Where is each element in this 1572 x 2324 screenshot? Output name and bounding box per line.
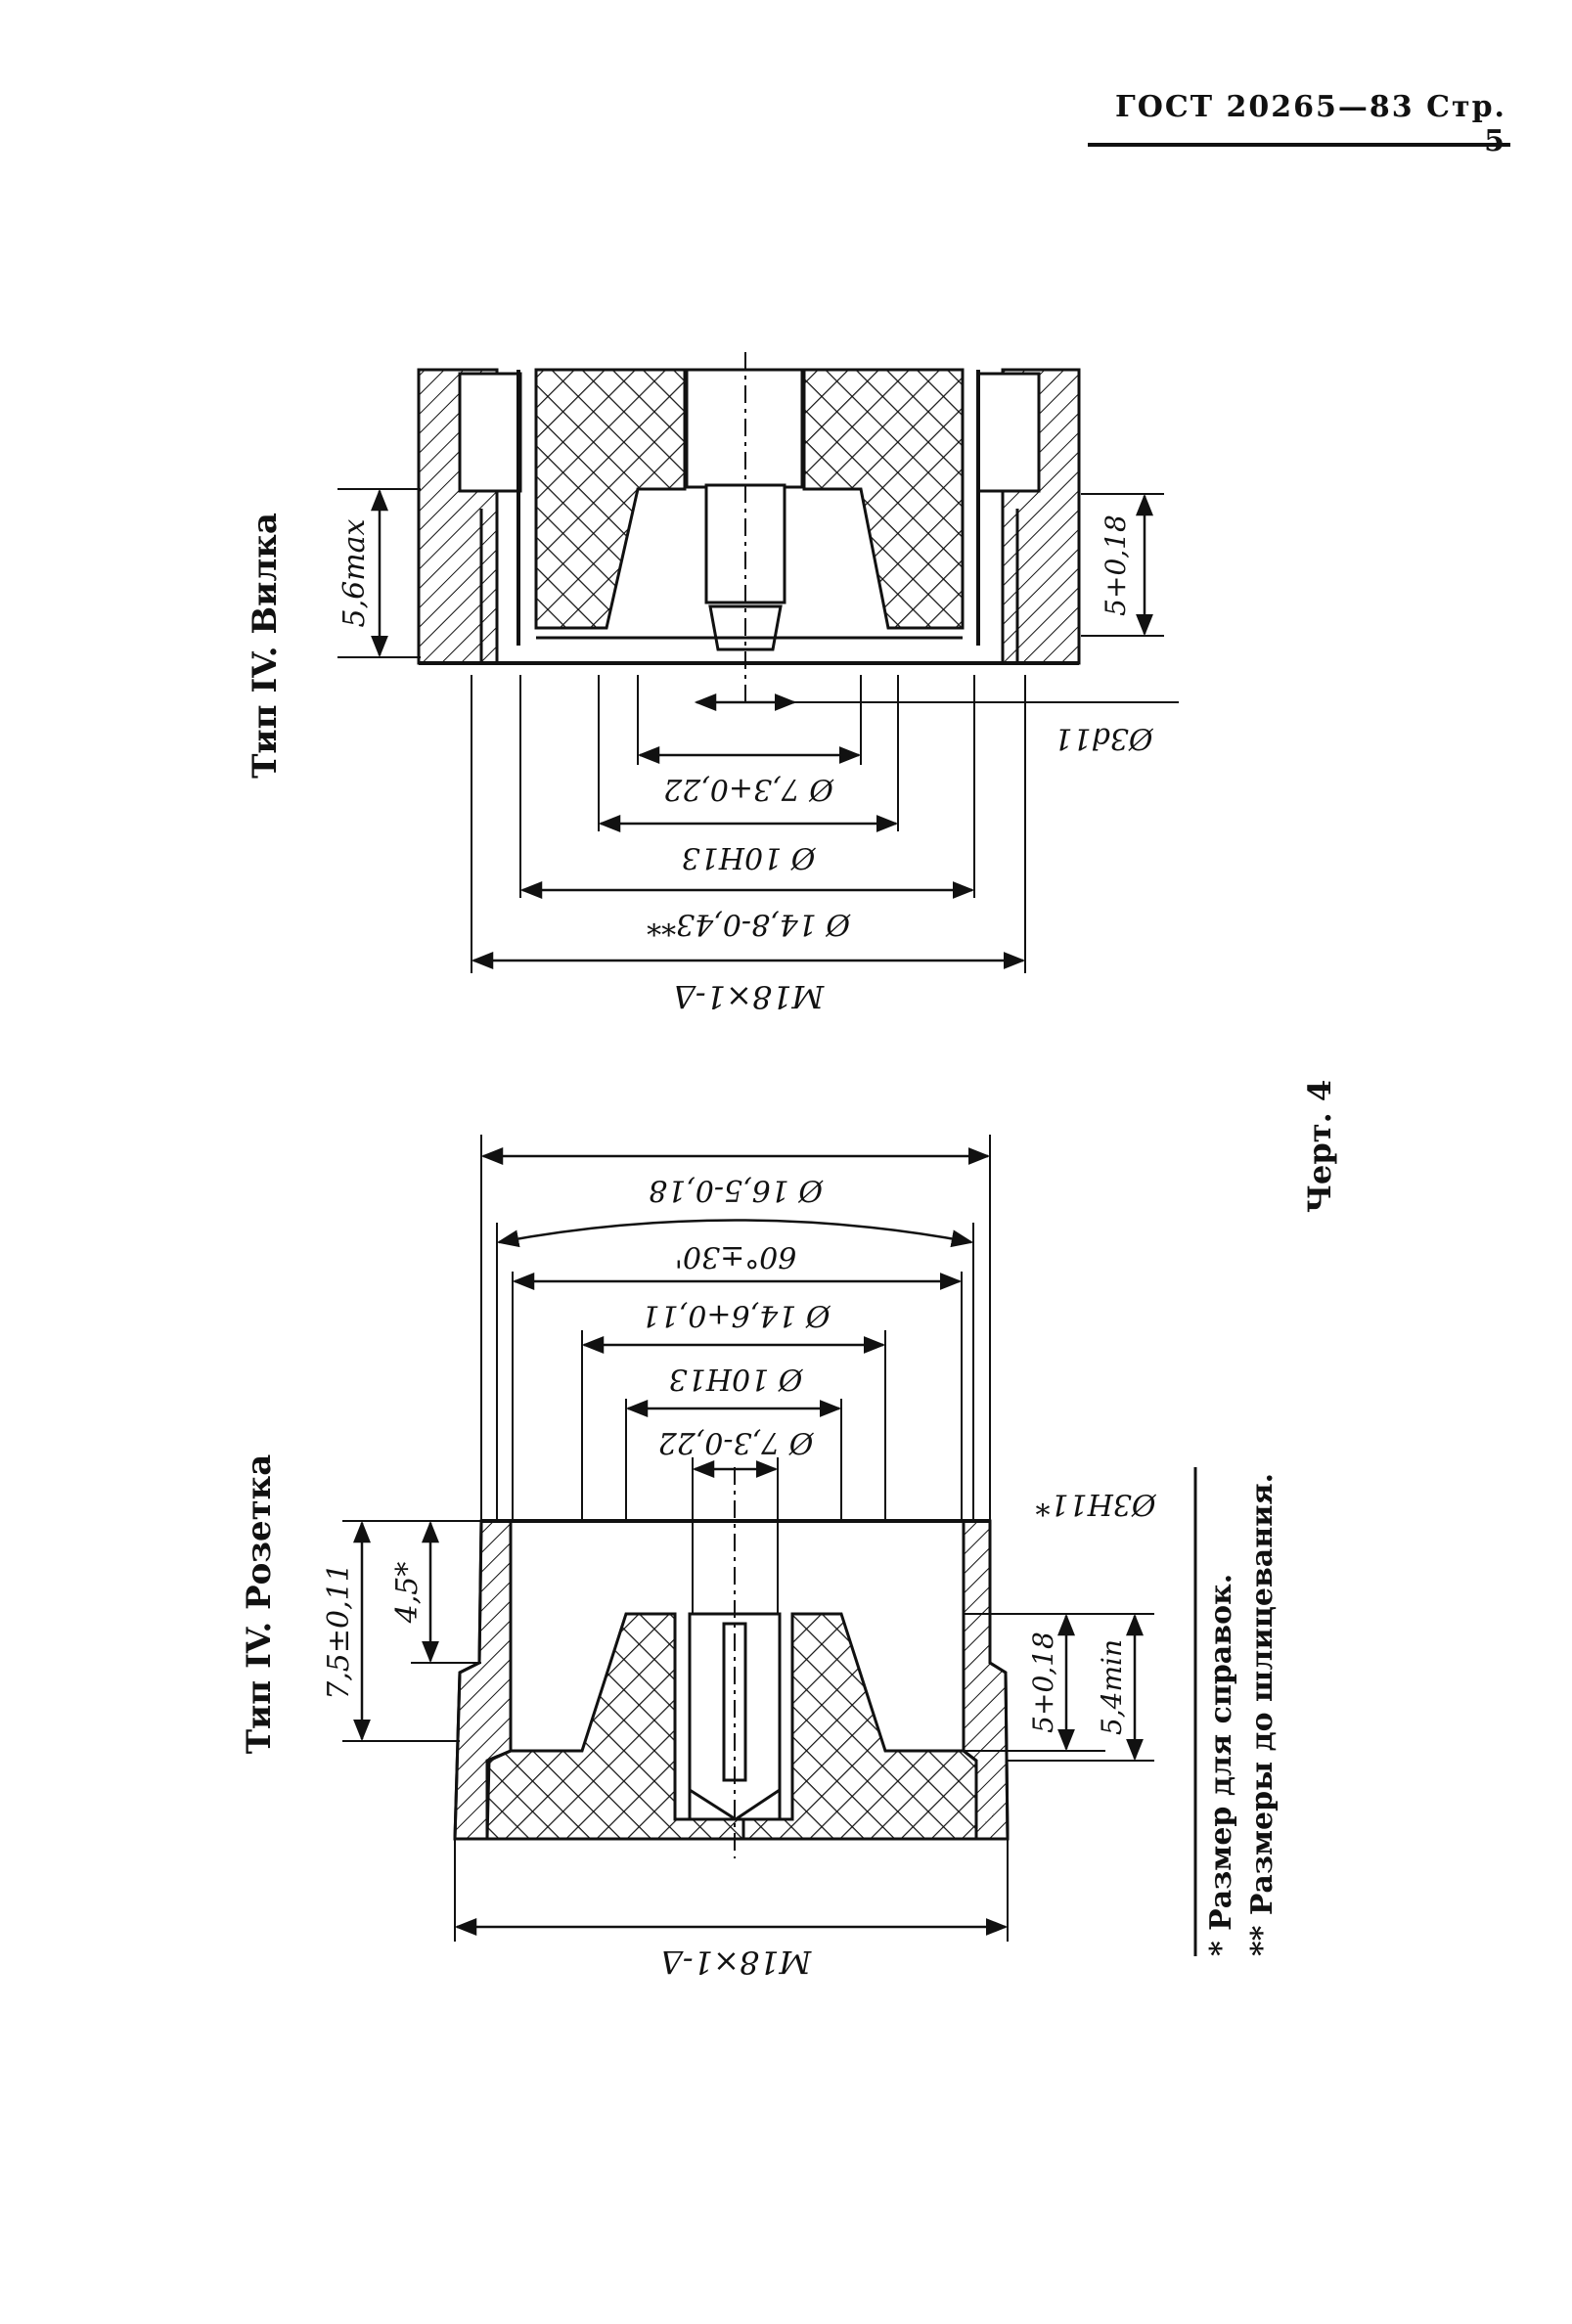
footnote-2: ** Размеры до шлицевания. xyxy=(1245,1473,1280,1956)
socket-dim-h7-5: 7,5±0,11 xyxy=(322,1563,356,1700)
socket-dim-d14-6: Ø 14,6+0,11 xyxy=(642,1298,831,1332)
footnote-1: * Размер для справок. xyxy=(1204,1574,1238,1956)
socket-dim-h5-4: 5,4min xyxy=(1096,1639,1128,1735)
socket-drawing: Ø 16,5-0,18 60°±30' Ø 14,6+0,11 Ø 10Н13 … xyxy=(240,1135,1157,1981)
socket-dim-d7-3: Ø 7,3-0,22 xyxy=(658,1425,815,1459)
socket-title: Тип IV. Розетка xyxy=(240,1454,279,1754)
plug-title: Тип IV. Вилка xyxy=(246,513,285,779)
plug-dim-h5-6: 5,6max xyxy=(337,518,372,627)
socket-dim-d10h13: Ø 10Н13 xyxy=(669,1362,804,1396)
header-rule xyxy=(1088,143,1510,147)
plug-dim-h5: 5+0,18 xyxy=(1100,514,1132,616)
plug-dim-d14-8: Ø 14,8-0,43** xyxy=(647,907,851,941)
plug-dim-d10h13: Ø 10Н13 xyxy=(682,840,817,874)
socket-dim-m18: М18×1-Δ xyxy=(660,1944,813,1981)
plug-dim-m18: М18×1-Δ xyxy=(673,978,826,1015)
socket-dim-d16-5: Ø 16,5-0,18 xyxy=(649,1173,824,1207)
plug-dim-d3d11: Ø3d11 xyxy=(1054,721,1153,755)
figure-label: Черт. 4 xyxy=(1301,1080,1338,1213)
plug-insulator-right xyxy=(802,368,965,630)
socket-dim-h4-5: 4,5* xyxy=(390,1562,425,1625)
page-header: ГОСТ 20265—83 Стр. 5 xyxy=(1115,90,1506,158)
socket-dim-angle: 60°±30' xyxy=(675,1239,797,1274)
plug-drawing: М18×1-Δ Ø 14,8-0,43** Ø 10Н13 Ø 7,3+0,22… xyxy=(246,352,1179,1015)
plug-dim-d7-3: Ø 7,3+0,22 xyxy=(663,772,834,806)
plug-insulator-left xyxy=(534,368,687,630)
socket-dim-d3h11: Ø3Н11* xyxy=(1035,1487,1156,1521)
socket-dim-h5: 5+0,18 xyxy=(1027,1631,1059,1733)
